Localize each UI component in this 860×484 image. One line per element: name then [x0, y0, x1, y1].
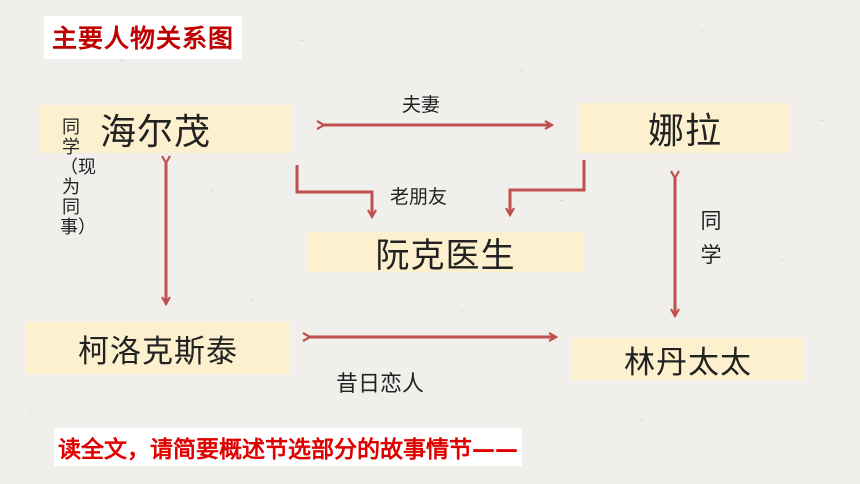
label-tongxue-left: 同学（现为同事） — [60, 117, 96, 238]
node-keluo: 柯洛克斯泰 — [26, 322, 290, 374]
label-xiri: 昔日恋人 — [336, 372, 425, 397]
label-laopengyou: 老朋友 — [390, 186, 448, 208]
label-fuqi: 夫妻 — [402, 94, 441, 116]
page-title: 主要人物关系图 — [44, 16, 243, 59]
label-tongxue-right: 同学 — [700, 209, 722, 267]
node-ruanke: 阮克医生 — [308, 232, 583, 276]
task-prompt: 读全文，请简要概述节选部分的故事情节—— — [54, 428, 522, 466]
arrow-nala-ruanke — [510, 160, 586, 215]
arrow-haierfu-ruanke — [295, 165, 372, 217]
node-haierfu: 海尔茂 — [40, 105, 292, 153]
node-lindan: 林丹太太 — [572, 338, 804, 381]
node-nala: 娜拉 — [580, 103, 790, 153]
